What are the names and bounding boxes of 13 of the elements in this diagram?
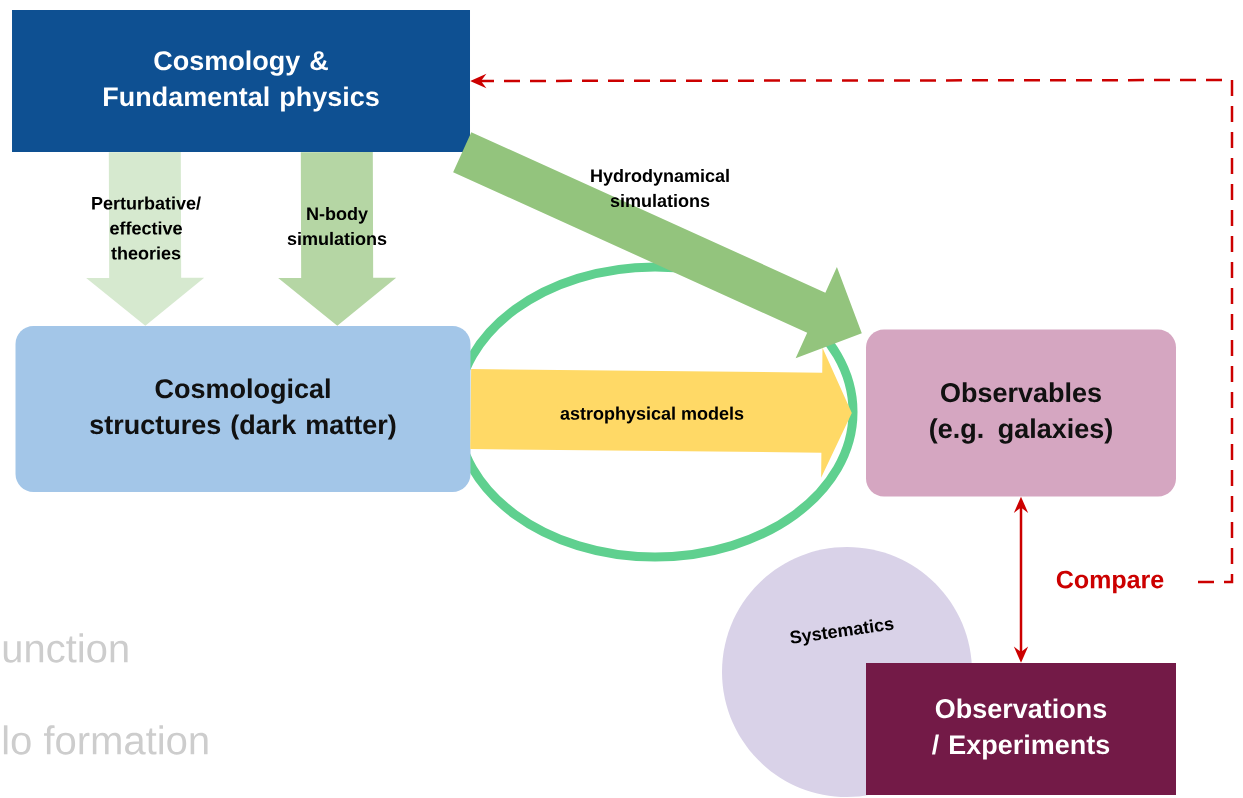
process-box: Cosmological structures (dark matter) — [15, 326, 471, 492]
process-box: Observations / Experiments — [866, 663, 1176, 795]
edge-label: N-body simulations — [287, 206, 387, 246]
block-arrow — [453, 132, 862, 359]
edge-label: Perturbative/ effective theories — [92, 196, 201, 260]
edge-label: Compare — [1053, 568, 1167, 596]
circle-label: Systematics — [790, 619, 894, 646]
block-arrow — [470, 347, 852, 478]
process-box: Observables (e.g. galaxies) — [866, 329, 1176, 497]
block-arrow — [278, 152, 397, 326]
edge-label: Hydrodynamical simulations — [591, 168, 729, 208]
block-arrow — [86, 152, 205, 326]
title-box: Cosmology & Fundamental physics — [12, 10, 470, 152]
